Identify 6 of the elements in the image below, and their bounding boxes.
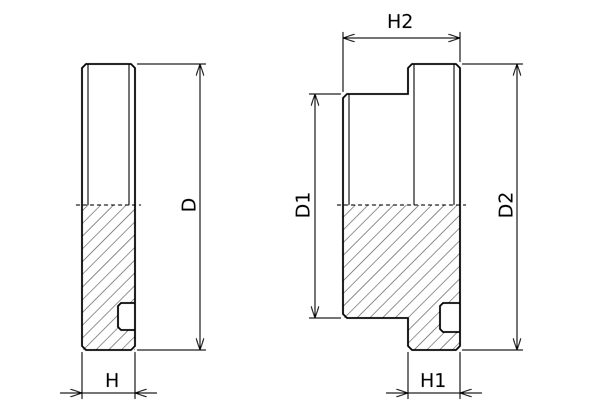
dimension-label: H — [105, 371, 120, 391]
dimension-label: D — [178, 198, 199, 212]
dimension-label: H1 — [420, 371, 446, 391]
dimension-label: H2 — [387, 12, 414, 32]
dimension-label: D1 — [292, 192, 313, 218]
dimension-label: D2 — [496, 192, 516, 218]
